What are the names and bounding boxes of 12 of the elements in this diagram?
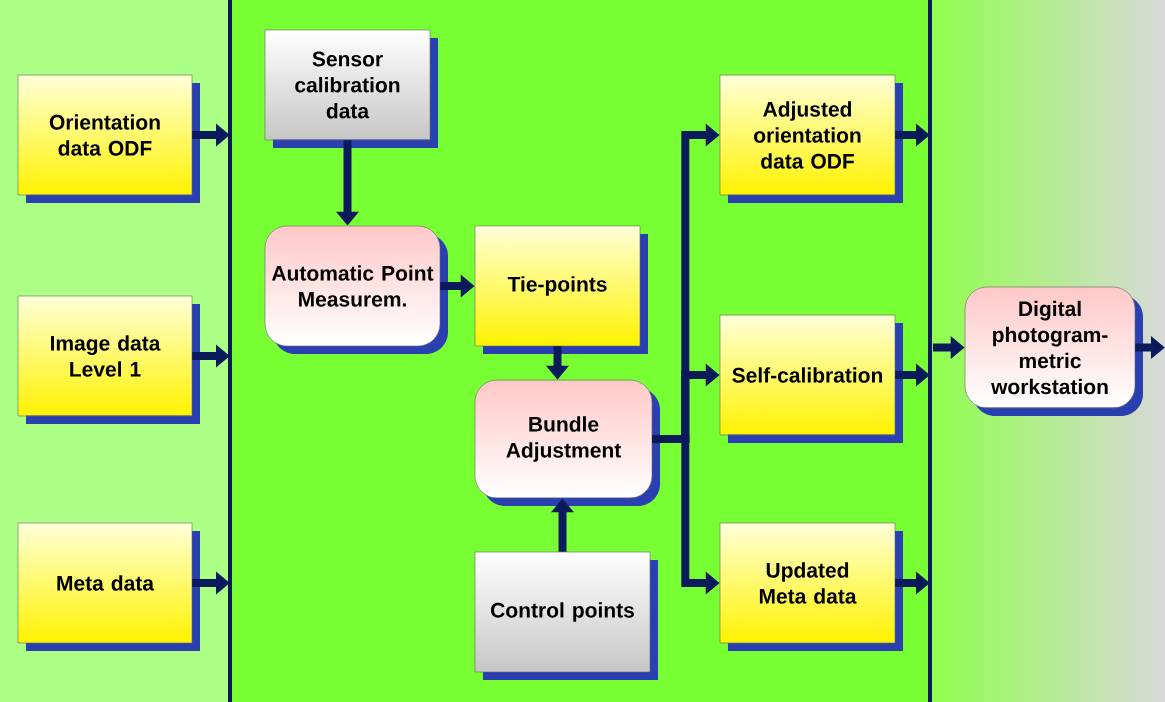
process-box: Digital photogram-metric workstation — [964, 286, 1143, 416]
data-box: Meta data — [17, 522, 200, 651]
input-box: Control points — [474, 551, 658, 680]
data-box: Adjusted orientation data ODF — [719, 74, 903, 203]
input-box: Sensor calibration data — [264, 29, 438, 148]
data-box: Self-calibration — [719, 314, 903, 443]
data-box: Image data Level 1 — [17, 295, 200, 424]
data-box: Tie-points — [474, 225, 648, 354]
process-box: Bundle Adjustment — [474, 379, 660, 506]
data-box: Updated Meta data — [719, 522, 903, 651]
process-box: Automatic Point Measurem. — [264, 225, 448, 354]
data-box: Orientation data ODF — [17, 74, 200, 203]
